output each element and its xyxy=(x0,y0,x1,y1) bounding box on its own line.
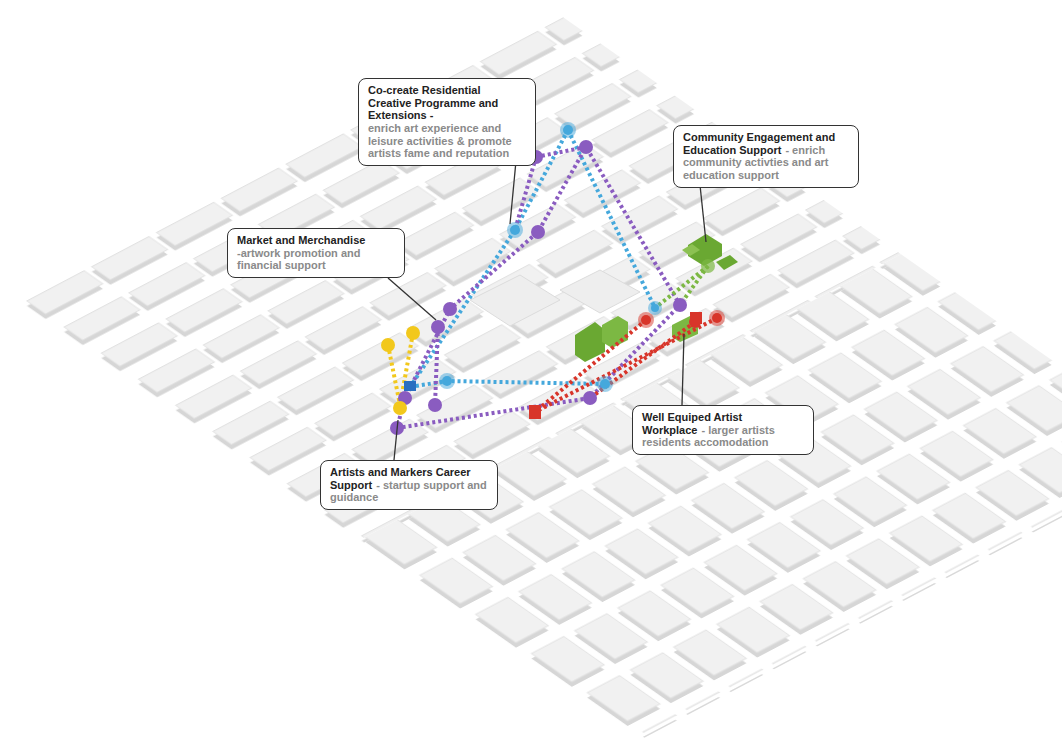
callout-body: -artwork promotion and financial support xyxy=(237,247,395,272)
callout-box: Well Equiped Artist Workplace- larger ar… xyxy=(632,405,814,455)
callout-box: Community Engagement and Education Suppo… xyxy=(673,125,859,188)
callout-box: Market and Merchandise-artwork promotion… xyxy=(227,228,405,278)
callout-body: enrich art experience and leisure activi… xyxy=(368,122,526,160)
callout-box: Artists and Markers Career Support- star… xyxy=(320,460,498,510)
callout-heading: Co-create Residential Creative Programme… xyxy=(368,84,498,121)
callout-box: Co-create Residential Creative Programme… xyxy=(358,78,536,166)
callout-heading: Market and Merchandise xyxy=(237,234,365,246)
